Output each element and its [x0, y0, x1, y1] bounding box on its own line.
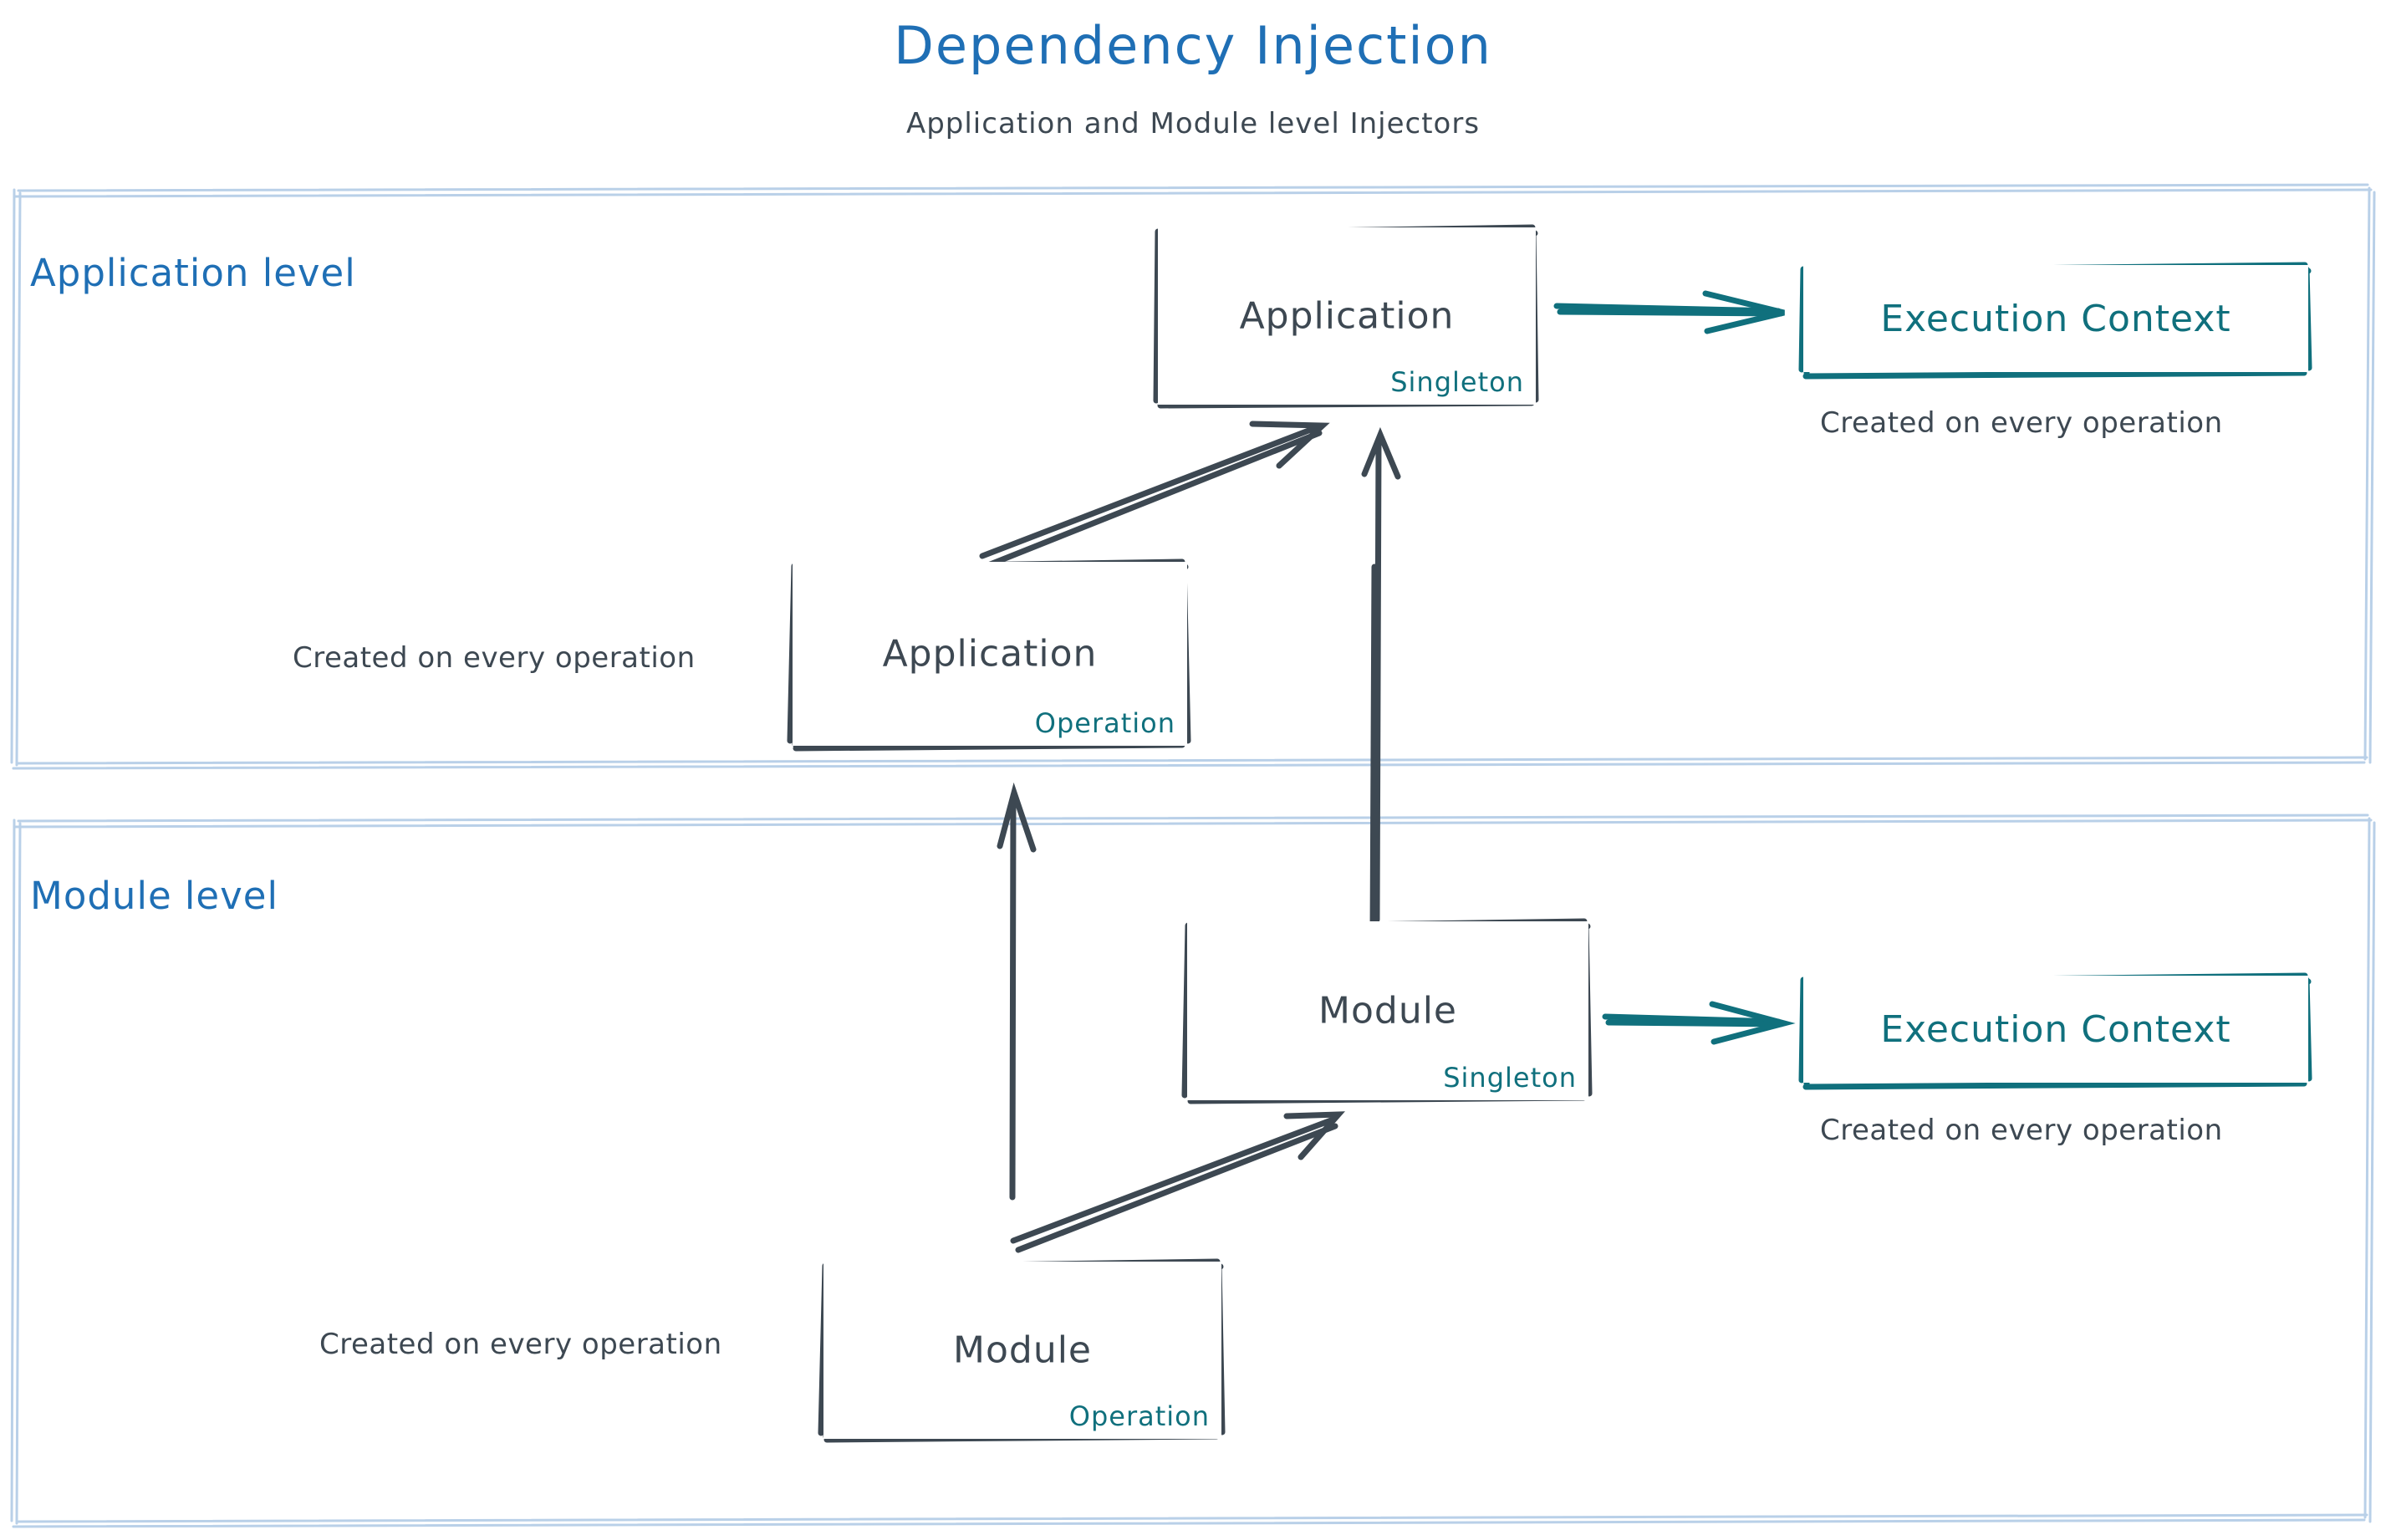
edge-module-operation-to-application-operation — [997, 782, 1037, 1201]
node-application-operation-scope: Operation — [1034, 707, 1175, 739]
edge-module-operation-to-module-singleton — [1010, 1111, 1345, 1253]
edge-application-singleton-to-execution-context — [1553, 290, 1785, 334]
caption-application-operation: Created on every operation — [293, 641, 696, 675]
edge-module-singleton-to-application-singleton — [1361, 426, 1401, 940]
node-application-operation-title: Application — [882, 632, 1098, 676]
page-subtitle: Application and Module level Injectors — [905, 107, 1481, 140]
node-module-operation[interactable]: Module Operation — [823, 1262, 1221, 1439]
edge-application-operation-to-application-singleton — [979, 421, 1330, 569]
node-application-operation[interactable]: Application Operation — [793, 562, 1187, 746]
node-application-singleton-title: Application — [1239, 294, 1455, 338]
node-application-singleton[interactable]: Application Singleton — [1158, 227, 1536, 405]
node-module-operation-scope: Operation — [1068, 1400, 1210, 1432]
node-application-execution-context[interactable]: Execution Context — [1803, 265, 2308, 372]
node-application-singleton-scope: Singleton — [1390, 366, 1524, 398]
node-module-singleton-title: Module — [1318, 989, 1457, 1033]
caption-application-execution-context: Created on every operation — [1820, 406, 2223, 440]
node-application-execution-context-label: Execution Context — [1880, 297, 2231, 340]
caption-module-execution-context: Created on every operation — [1820, 1114, 2223, 1147]
edge-module-singleton-to-execution-context — [1602, 1001, 1796, 1045]
caption-module-operation: Created on every operation — [319, 1328, 722, 1361]
node-module-execution-context-label: Execution Context — [1880, 1007, 2231, 1051]
page-title: Dependency Injection — [894, 15, 1492, 76]
node-module-execution-context[interactable]: Execution Context — [1803, 976, 2308, 1083]
lane-label-application-level: Application level — [30, 251, 356, 295]
node-module-singleton-scope: Singleton — [1443, 1062, 1577, 1094]
node-module-singleton[interactable]: Module Singleton — [1187, 921, 1588, 1100]
lane-label-module-level: Module level — [30, 874, 278, 918]
node-module-operation-title: Module — [953, 1328, 1092, 1372]
